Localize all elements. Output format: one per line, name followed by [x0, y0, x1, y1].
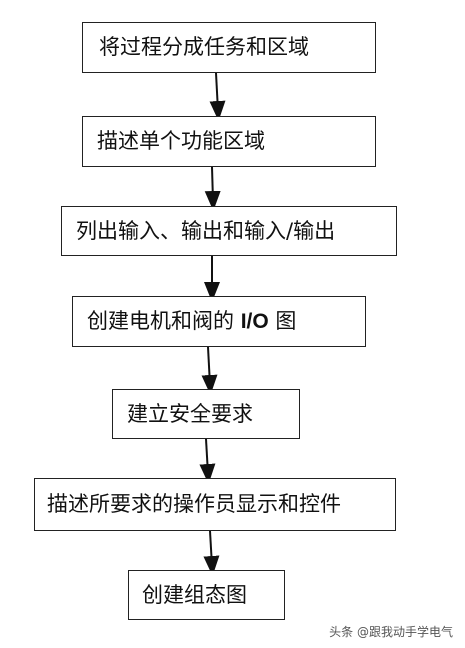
step-label: 描述单个功能区域 — [97, 129, 265, 153]
arrow-1-to-2 — [209, 72, 226, 121]
arrow-4-to-5 — [201, 346, 218, 395]
arrow-6-to-7 — [203, 530, 220, 576]
step-configuration-diagram: 创建组态图 — [128, 570, 285, 620]
step-label: 将过程分成任务和区域 — [99, 35, 309, 59]
step-divide-process: 将过程分成任务和区域 — [82, 22, 376, 73]
watermark-text: 头条 @跟我动手学电气 — [329, 625, 453, 639]
step-label: 建立安全要求 — [127, 401, 253, 426]
step-operator-displays: 描述所要求的操作员显示和控件 — [34, 478, 396, 531]
step-label-before: 创建电机和阀的 — [87, 309, 241, 333]
arrow-5-to-6 — [199, 438, 216, 484]
step-label: 列出输入、输出和输入/输出 — [76, 218, 336, 243]
step-label-io: I/O — [240, 310, 269, 333]
step-create-io-diagram: 创建电机和阀的 I/O 图 — [72, 296, 366, 347]
step-label: 创建组态图 — [142, 582, 247, 607]
step-label-after: 图 — [268, 309, 297, 333]
step-safety-requirements: 建立安全要求 — [112, 389, 300, 439]
step-label: 描述所要求的操作员显示和控件 — [47, 492, 341, 516]
arrow-2-to-3 — [204, 166, 221, 211]
step-list-io: 列出输入、输出和输入/输出 — [61, 206, 397, 256]
step-describe-areas: 描述单个功能区域 — [82, 116, 376, 167]
